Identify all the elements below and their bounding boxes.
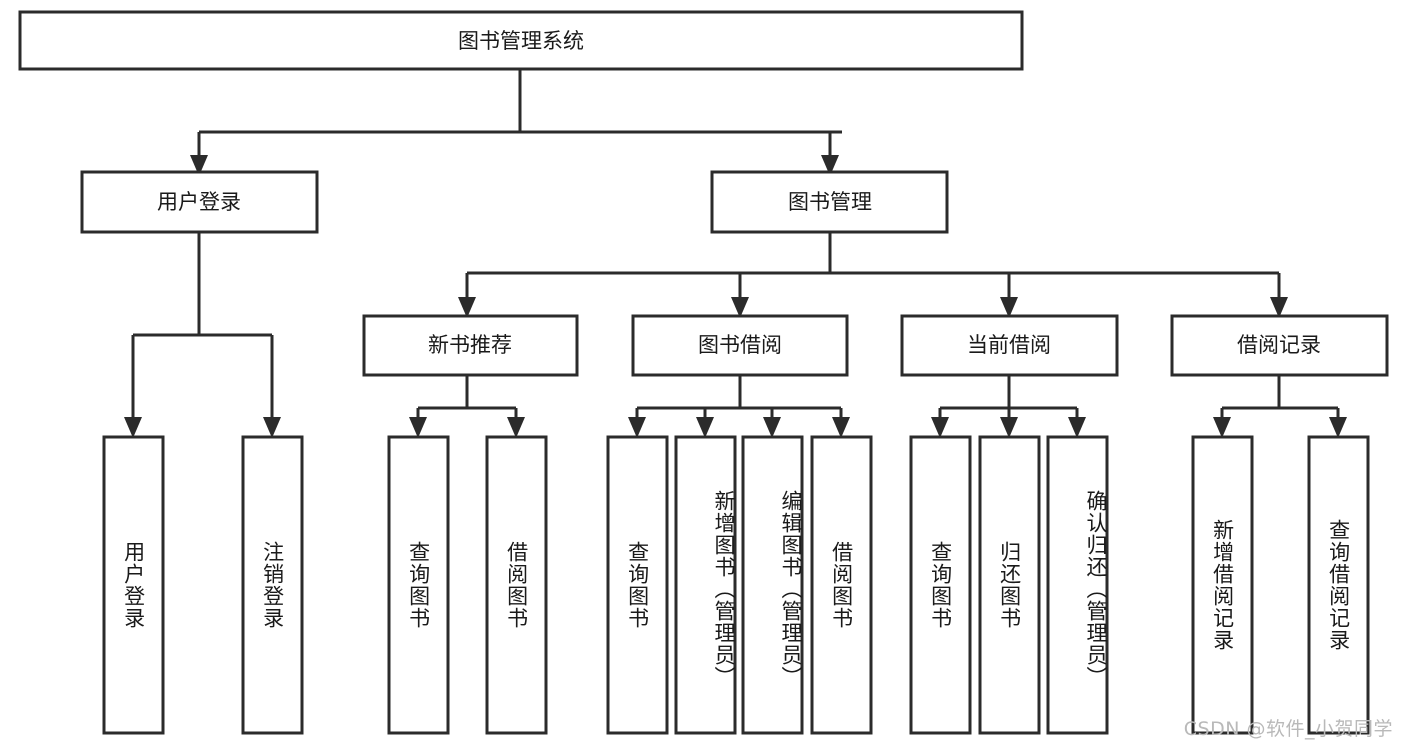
node-current-borrow[interactable]: 当前借阅 bbox=[900, 314, 1119, 377]
leaf-box-record-add[interactable] bbox=[1191, 435, 1254, 735]
node-book-management-label: 图书管理 bbox=[788, 190, 872, 214]
node-borrow-record-label: 借阅记录 bbox=[1237, 333, 1321, 357]
node-current-borrow-label: 当前借阅 bbox=[967, 333, 1051, 357]
node-new-book-recommend-label: 新书推荐 bbox=[428, 333, 512, 357]
leaf-box-borrow-edit[interactable] bbox=[741, 435, 804, 735]
node-root-book-management-system[interactable]: 图书管理系统 bbox=[18, 10, 1024, 71]
csdn-watermark: CSDN @软件_小贺同学 bbox=[1183, 718, 1393, 740]
leaf-box-newbook-query[interactable] bbox=[387, 435, 450, 735]
leaf-box-current-query[interactable] bbox=[909, 435, 972, 735]
leaf-box-user-login-logout[interactable] bbox=[241, 435, 304, 735]
node-user-login-label: 用户登录 bbox=[157, 190, 241, 214]
connector-newbook-to-leaves bbox=[409, 376, 525, 438]
node-user-login[interactable]: 用户登录 bbox=[80, 170, 319, 234]
connector-userlogin-to-leaves bbox=[124, 233, 281, 438]
node-root-label: 图书管理系统 bbox=[458, 29, 584, 53]
connector-borrowrecord-to-leaves bbox=[1213, 376, 1347, 438]
connector-root-to-level1 bbox=[190, 70, 842, 176]
node-book-borrow[interactable]: 图书借阅 bbox=[631, 314, 849, 377]
leaf-box-borrow-query[interactable] bbox=[606, 435, 669, 735]
leaf-box-current-confirm[interactable] bbox=[1046, 435, 1109, 735]
connector-currentborrow-to-leaves bbox=[931, 376, 1086, 438]
connector-bookborrow-to-leaves bbox=[628, 376, 850, 438]
connector-bookmgmt-to-level2 bbox=[458, 233, 1288, 318]
node-new-book-recommend[interactable]: 新书推荐 bbox=[362, 314, 579, 377]
leaf-box-user-login-login[interactable] bbox=[102, 435, 165, 735]
leaf-box-current-return[interactable] bbox=[978, 435, 1041, 735]
node-borrow-record[interactable]: 借阅记录 bbox=[1170, 314, 1389, 377]
node-book-borrow-label: 图书借阅 bbox=[698, 333, 782, 357]
leaf-box-borrow-borrow[interactable] bbox=[810, 435, 873, 735]
leaf-box-newbook-borrow[interactable] bbox=[485, 435, 548, 735]
node-book-management[interactable]: 图书管理 bbox=[710, 170, 949, 234]
leaf-box-borrow-add[interactable] bbox=[674, 435, 737, 735]
leaf-box-record-query[interactable] bbox=[1307, 435, 1370, 735]
